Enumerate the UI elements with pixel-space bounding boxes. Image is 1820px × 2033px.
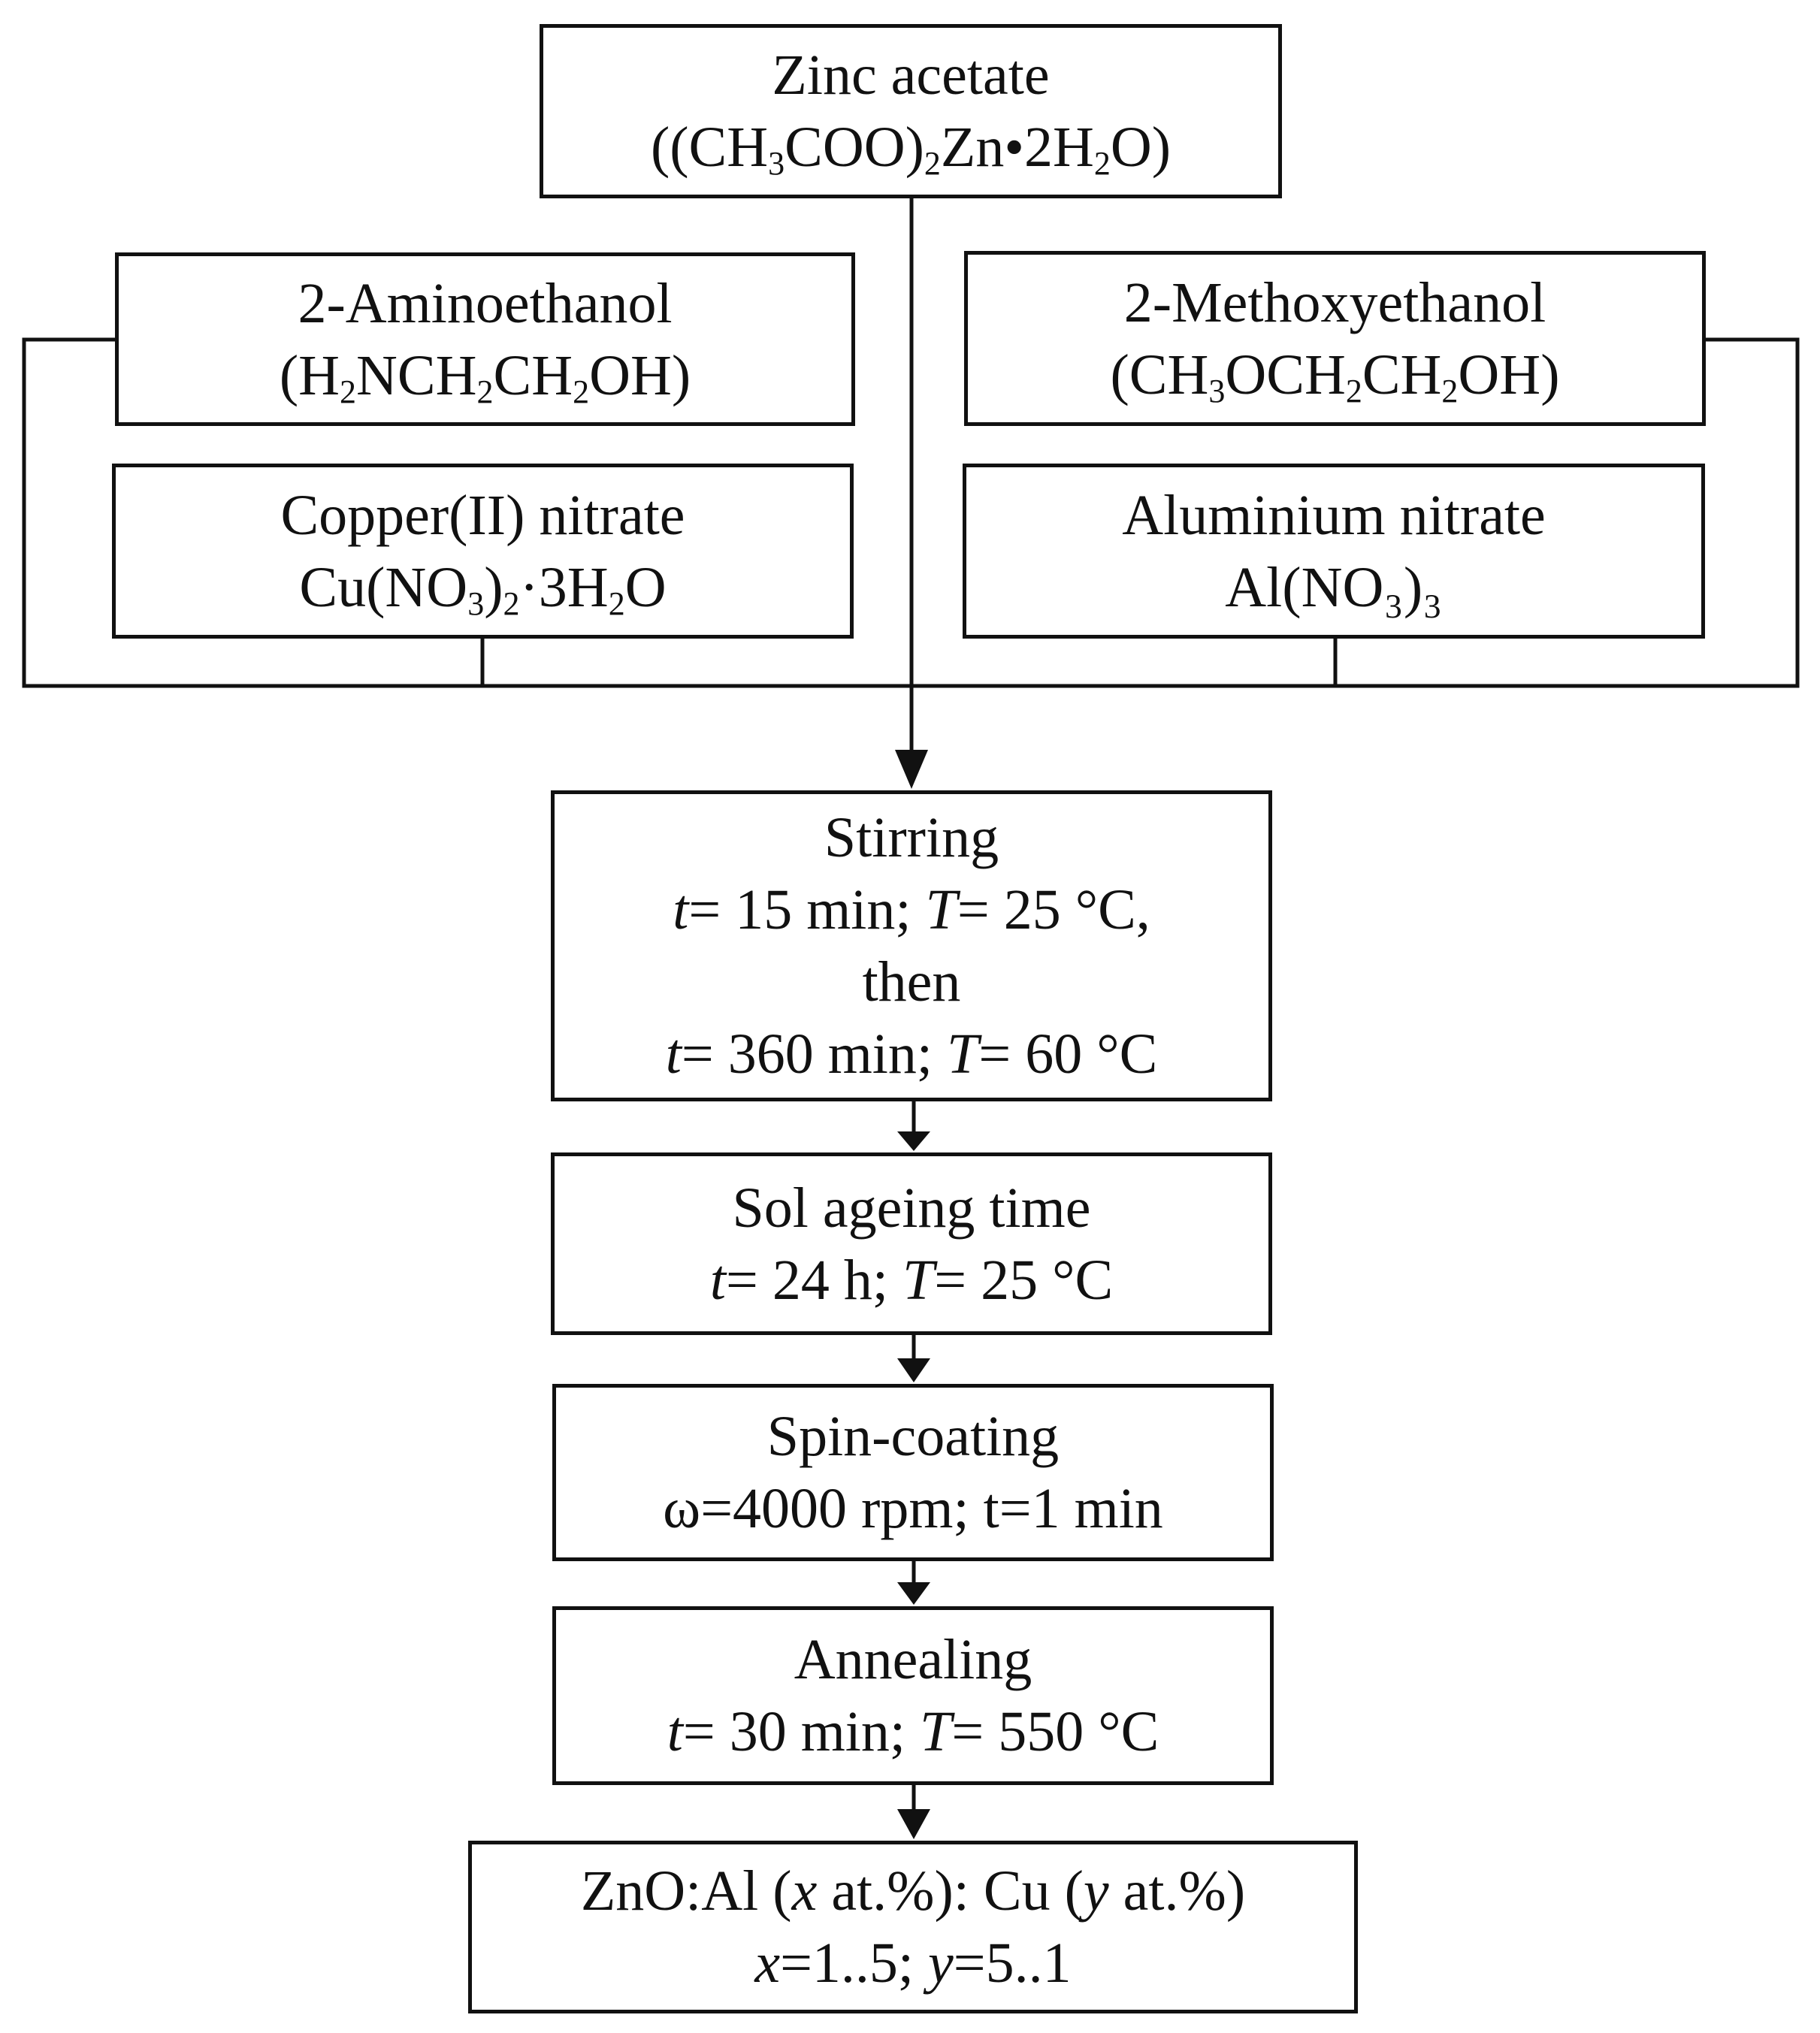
zinc-acetate-title: Zinc acetate: [772, 44, 1050, 107]
annealing-box: Annealing t= 30 min; T= 550 °C: [552, 1606, 1274, 1785]
annealing-params: t= 30 min; T= 550 °C: [667, 1700, 1159, 1763]
aminoethanol-box: 2-Aminoethanol (H2NCH2CH2OH): [115, 252, 855, 426]
sol-ageing-title: Sol ageing time: [732, 1176, 1091, 1240]
aluminium-nitrate-box: Aluminium nitrate Al(NO₃)₃: [963, 464, 1705, 639]
arrowhead-to-sol: [897, 1131, 930, 1151]
left-bracket-line: [22, 337, 912, 688]
copper-nitrate-box: Copper(II) nitrate Cu(NO3)2·3H2O: [112, 464, 854, 639]
arrowhead-to-stirring: [895, 750, 928, 789]
stirring-step2: t= 360 min; T= 60 °C: [665, 1023, 1158, 1086]
right-bracket-line: [912, 337, 1800, 688]
arrowhead-to-annealing: [897, 1582, 930, 1605]
aminoethanol-title: 2-Aminoethanol: [298, 271, 673, 335]
aluminium-nitrate-formula: Al(NO₃)₃: [1225, 555, 1443, 619]
arrowhead-to-spin: [897, 1358, 930, 1382]
sol-ageing-params: t= 24 h; T= 25 °C: [709, 1248, 1114, 1312]
product-box: ZnO:Al (x at.%): Cu (y at.%) x=1..5; y=5…: [468, 1841, 1358, 2013]
product-ranges: x=1..5; y=5..1: [754, 1932, 1072, 1995]
stirring-then: then: [862, 950, 961, 1013]
aluminium-nitrate-title: Aluminium nitrate: [1122, 483, 1546, 547]
copper-nitrate-title: Copper(II) nitrate: [280, 483, 685, 547]
arrowhead-to-product: [897, 1809, 930, 1839]
stirring-step1: t= 15 min; T= 25 °C,: [673, 878, 1150, 941]
spin-coating-params: ω=4000 rpm; t=1 min: [663, 1477, 1163, 1540]
spin-coating-box: Spin-coating ω=4000 rpm; t=1 min: [552, 1384, 1274, 1561]
zinc-acetate-box: Zinc acetate ((CH3COO)2Zn•2H2O): [540, 24, 1282, 198]
product-composition: ZnO:Al (x at.%): Cu (y at.%): [580, 1859, 1246, 1923]
spin-coating-title: Spin-coating: [766, 1405, 1060, 1468]
zinc-acetate-formula: ((CH3COO)2Zn•2H2O): [650, 116, 1172, 182]
methoxyethanol-formula: (CH3OCH2CH2OH): [1110, 343, 1560, 409]
stirring-box: Stirring t= 15 min; T= 25 °C, then t= 36…: [551, 790, 1272, 1101]
sol-ageing-box: Sol ageing time t= 24 h; T= 25 °C: [551, 1152, 1272, 1335]
copper-nitrate-formula: Cu(NO3)2·3H2O: [299, 555, 667, 622]
aminoethanol-formula: (H2NCH2CH2OH): [279, 343, 691, 410]
methoxyethanol-title: 2-Methoxyethanol: [1123, 270, 1546, 334]
stirring-title: Stirring: [824, 806, 999, 869]
annealing-title: Annealing: [794, 1628, 1032, 1691]
methoxyethanol-box: 2-Methoxyethanol (CH3OCH2CH2OH): [964, 251, 1706, 426]
